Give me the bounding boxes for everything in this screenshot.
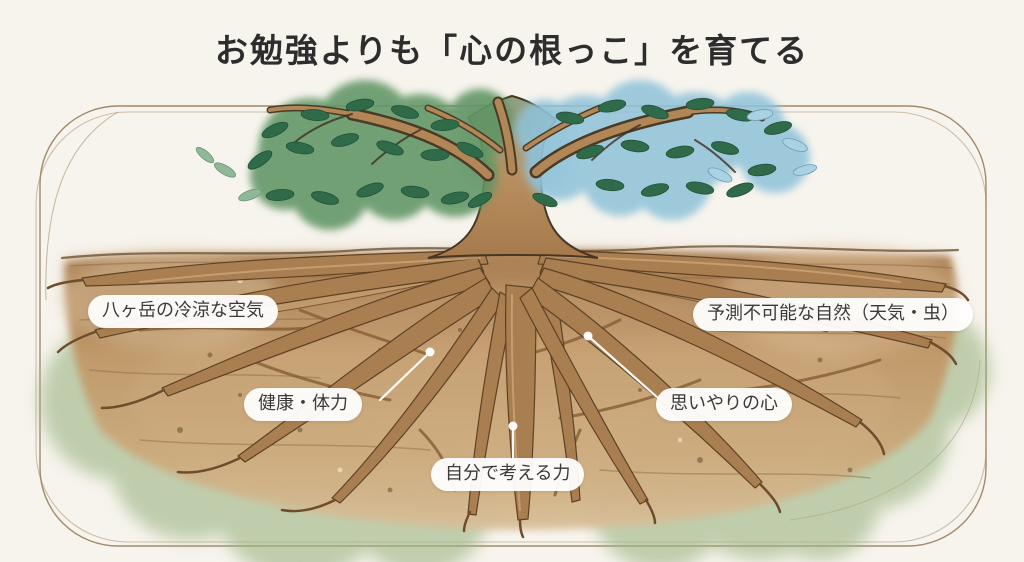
label-pill-empathy: 思いやりの心: [656, 388, 792, 421]
leader-lines: [378, 331, 660, 464]
label-pill-air: 八ヶ岳の冷涼な空気: [88, 295, 278, 328]
label-pill-thinking: 自分で考える力: [431, 458, 585, 491]
label-pill-nature: 予測不可能な自然（天気・虫）: [693, 298, 973, 331]
leader-dot-health: [425, 347, 435, 357]
leader-line-empathy: [586, 334, 660, 400]
leader-dot-thinking: [508, 421, 518, 431]
label-pill-health: 健康・体力: [244, 388, 362, 421]
page-title: お勉強よりも「心の根っこ」を育てる: [214, 31, 810, 70]
tree-branches: [266, 96, 766, 182]
leader-line-health: [378, 350, 432, 402]
leaves: [195, 97, 818, 208]
leader-dot-empathy: [583, 331, 593, 341]
